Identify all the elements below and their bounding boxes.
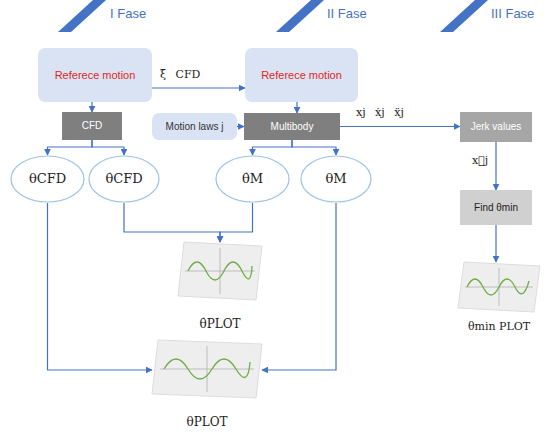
flow-arrow [253, 140, 293, 155]
plot-node: θmin PLOT [458, 262, 540, 334]
variable-ellipse: θ̇M [215, 155, 290, 203]
edge-label: x⃛j [472, 154, 488, 167]
phase-banner [276, 0, 324, 32]
plot-background [178, 242, 262, 300]
flow-arrow [48, 140, 93, 155]
node-label: CFD [82, 120, 103, 132]
process-box: Jerk values [460, 112, 532, 142]
plot-background [152, 340, 262, 398]
plot-node: θPLOT [152, 340, 262, 430]
reference-box: Referece motion [245, 48, 358, 102]
flow-arrow [124, 203, 220, 242]
flow-arrow [262, 203, 336, 370]
flow-arrow [220, 203, 253, 242]
node-label: Jerk values [471, 121, 522, 133]
flow-arrow [91, 102, 92, 112]
flow-arrow [296, 102, 297, 113]
node-label: θCFD [29, 172, 66, 187]
ellipse-shape [11, 156, 84, 202]
flow-arrow [292, 140, 336, 155]
node-label: θ̇CFD [105, 172, 142, 187]
plot-axis [207, 346, 208, 392]
edge-label: xj ẋj ẍj [356, 106, 404, 119]
sine-curve [467, 279, 529, 295]
phase-banner [440, 0, 488, 32]
edge-label: ξ̈ CFD [160, 68, 200, 81]
plot-axis [220, 248, 221, 294]
input-box: Motion laws j [152, 113, 237, 140]
node-label: Multibody [271, 121, 314, 133]
flow-arrow [495, 225, 496, 262]
node-label: θ̇M [242, 172, 263, 187]
reference-box: Referece motion [38, 48, 152, 102]
sine-curve [188, 262, 252, 280]
process-box: CFD [62, 112, 122, 140]
plot-background [458, 262, 540, 312]
plot-caption: θPLOT [186, 416, 227, 430]
phase-banner [58, 0, 106, 32]
flow-arrow [340, 126, 460, 127]
sine-curve [164, 359, 250, 379]
ellipse-shape [301, 156, 371, 202]
variable-ellipse: θCFD [10, 155, 85, 203]
node-label: Referece motion [55, 69, 136, 82]
phase-label: III Fase [491, 6, 534, 21]
node-label: Referece motion [261, 69, 342, 82]
plot-panel [458, 262, 540, 312]
flow-arrow [495, 142, 496, 190]
process-box: Multibody [244, 113, 340, 140]
variable-ellipse: θM [300, 155, 372, 203]
node-label: Find θmin [474, 202, 518, 214]
node-label: Motion laws j [166, 121, 224, 133]
ellipse-shape [89, 156, 159, 202]
flow-arrow [92, 140, 124, 155]
plot-panel [178, 242, 262, 300]
flow-arrow [152, 87, 245, 88]
flow-arrow [237, 126, 244, 127]
node-label: θM [325, 172, 346, 187]
flow-arrow [48, 203, 153, 370]
plot-panel [152, 340, 262, 398]
process-box: Find θmin [460, 190, 532, 225]
plot-node: θ̇PLOT [178, 242, 262, 332]
ellipse-shape [216, 156, 289, 202]
plot-caption: θ̇PLOT [199, 318, 240, 332]
variable-ellipse: θ̇CFD [88, 155, 160, 203]
phase-label: II Fase [327, 6, 367, 21]
phase-label: I Fase [110, 6, 146, 21]
plot-caption: θmin PLOT [468, 321, 530, 334]
